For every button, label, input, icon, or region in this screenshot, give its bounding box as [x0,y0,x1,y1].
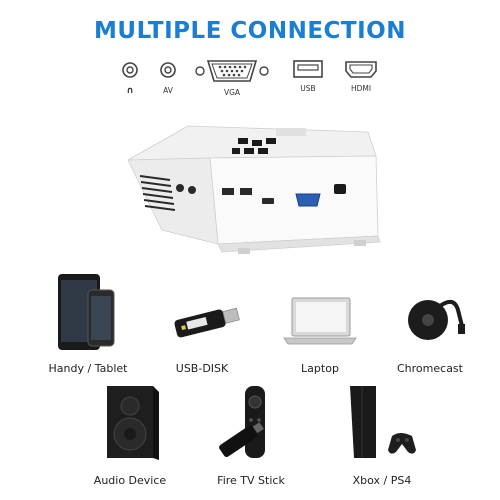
device-label-laptop: Laptop [301,362,339,375]
device-label-game-console: Xbox / PS4 [352,474,412,487]
port-label-av: AV [163,86,173,95]
device-label-handy-tablet: Handy / Tablet [48,362,128,375]
device-laptop: Laptop [270,268,370,378]
headphone-jack-icon [122,62,138,78]
device-label-audio: Audio Device [93,474,167,487]
fire-tv-stick-icon [219,386,265,458]
projector-image [127,125,381,254]
device-usb-disk: USB-DISK [152,268,252,378]
port-hdmi: HDMI [344,58,378,93]
hdmi-port-icon [345,61,377,78]
port-label-usb: USB [300,84,316,93]
port-label-vga: VGA [223,88,241,97]
port-row: ∩ AV VGA USB [0,58,500,108]
laptop-icon [283,297,357,345]
device-chromecast: Chromecast [380,268,480,378]
speaker-icon [107,386,159,460]
port-label-hdmi: HDMI [350,84,372,93]
page-title: MULTIPLE CONNECTION [94,18,406,44]
phone-tablet-icon [58,274,115,350]
device-audio: Audio Device [80,380,180,490]
chromecast-icon [408,299,465,340]
device-label-usb-disk: USB-DISK [175,362,229,375]
port-vga: VGA [194,58,270,97]
device-handy-tablet: Handy / Tablet [38,268,138,378]
port-headphone: ∩ [118,58,142,96]
usb-stick-icon [174,307,240,338]
port-usb: USB [292,58,324,93]
av-jack-icon [160,62,176,78]
device-label-chromecast: Chromecast [397,362,463,375]
device-game-console: Xbox / PS4 [322,380,442,490]
device-label-fire-tv-stick: Fire TV Stick [217,474,285,487]
port-label-headphone: ∩ [126,86,134,96]
game-console-icon [350,386,416,458]
vga-port-icon [195,60,269,82]
usb-port-icon [293,60,323,78]
device-fire-tv-stick: Fire TV Stick [196,380,306,490]
port-av: AV [156,58,180,95]
